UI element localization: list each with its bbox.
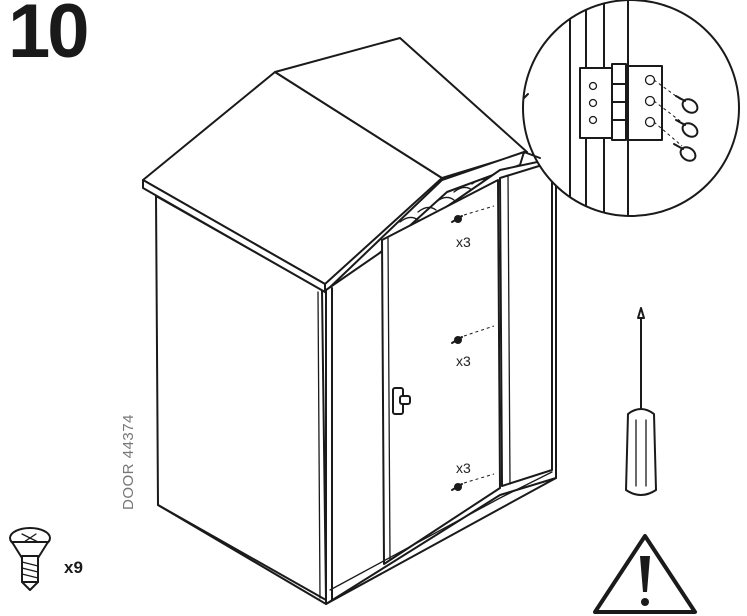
screwdriver-icon [625, 307, 657, 496]
screw-icon [9, 527, 51, 591]
hinge-detail-magnifier [522, 0, 740, 217]
door-handle-icon [392, 387, 411, 415]
hinge-screw-top [451, 205, 495, 223]
hinge-qty-top: x3 [456, 234, 471, 250]
screw-count: x9 [64, 558, 83, 577]
hinge-qty-middle: x3 [456, 353, 471, 369]
hinge-screw-bottom [451, 473, 495, 491]
hinge-qty-bottom: x3 [456, 460, 471, 476]
detail-screw-icon [675, 95, 699, 114]
detail-screw-icon [673, 143, 697, 162]
detail-screw-icon [675, 119, 699, 138]
shed-illustration [142, 37, 557, 605]
hinge-screw-middle [451, 325, 495, 344]
step-number: 10 [8, 0, 90, 74]
warning-triangle-icon [593, 534, 697, 614]
